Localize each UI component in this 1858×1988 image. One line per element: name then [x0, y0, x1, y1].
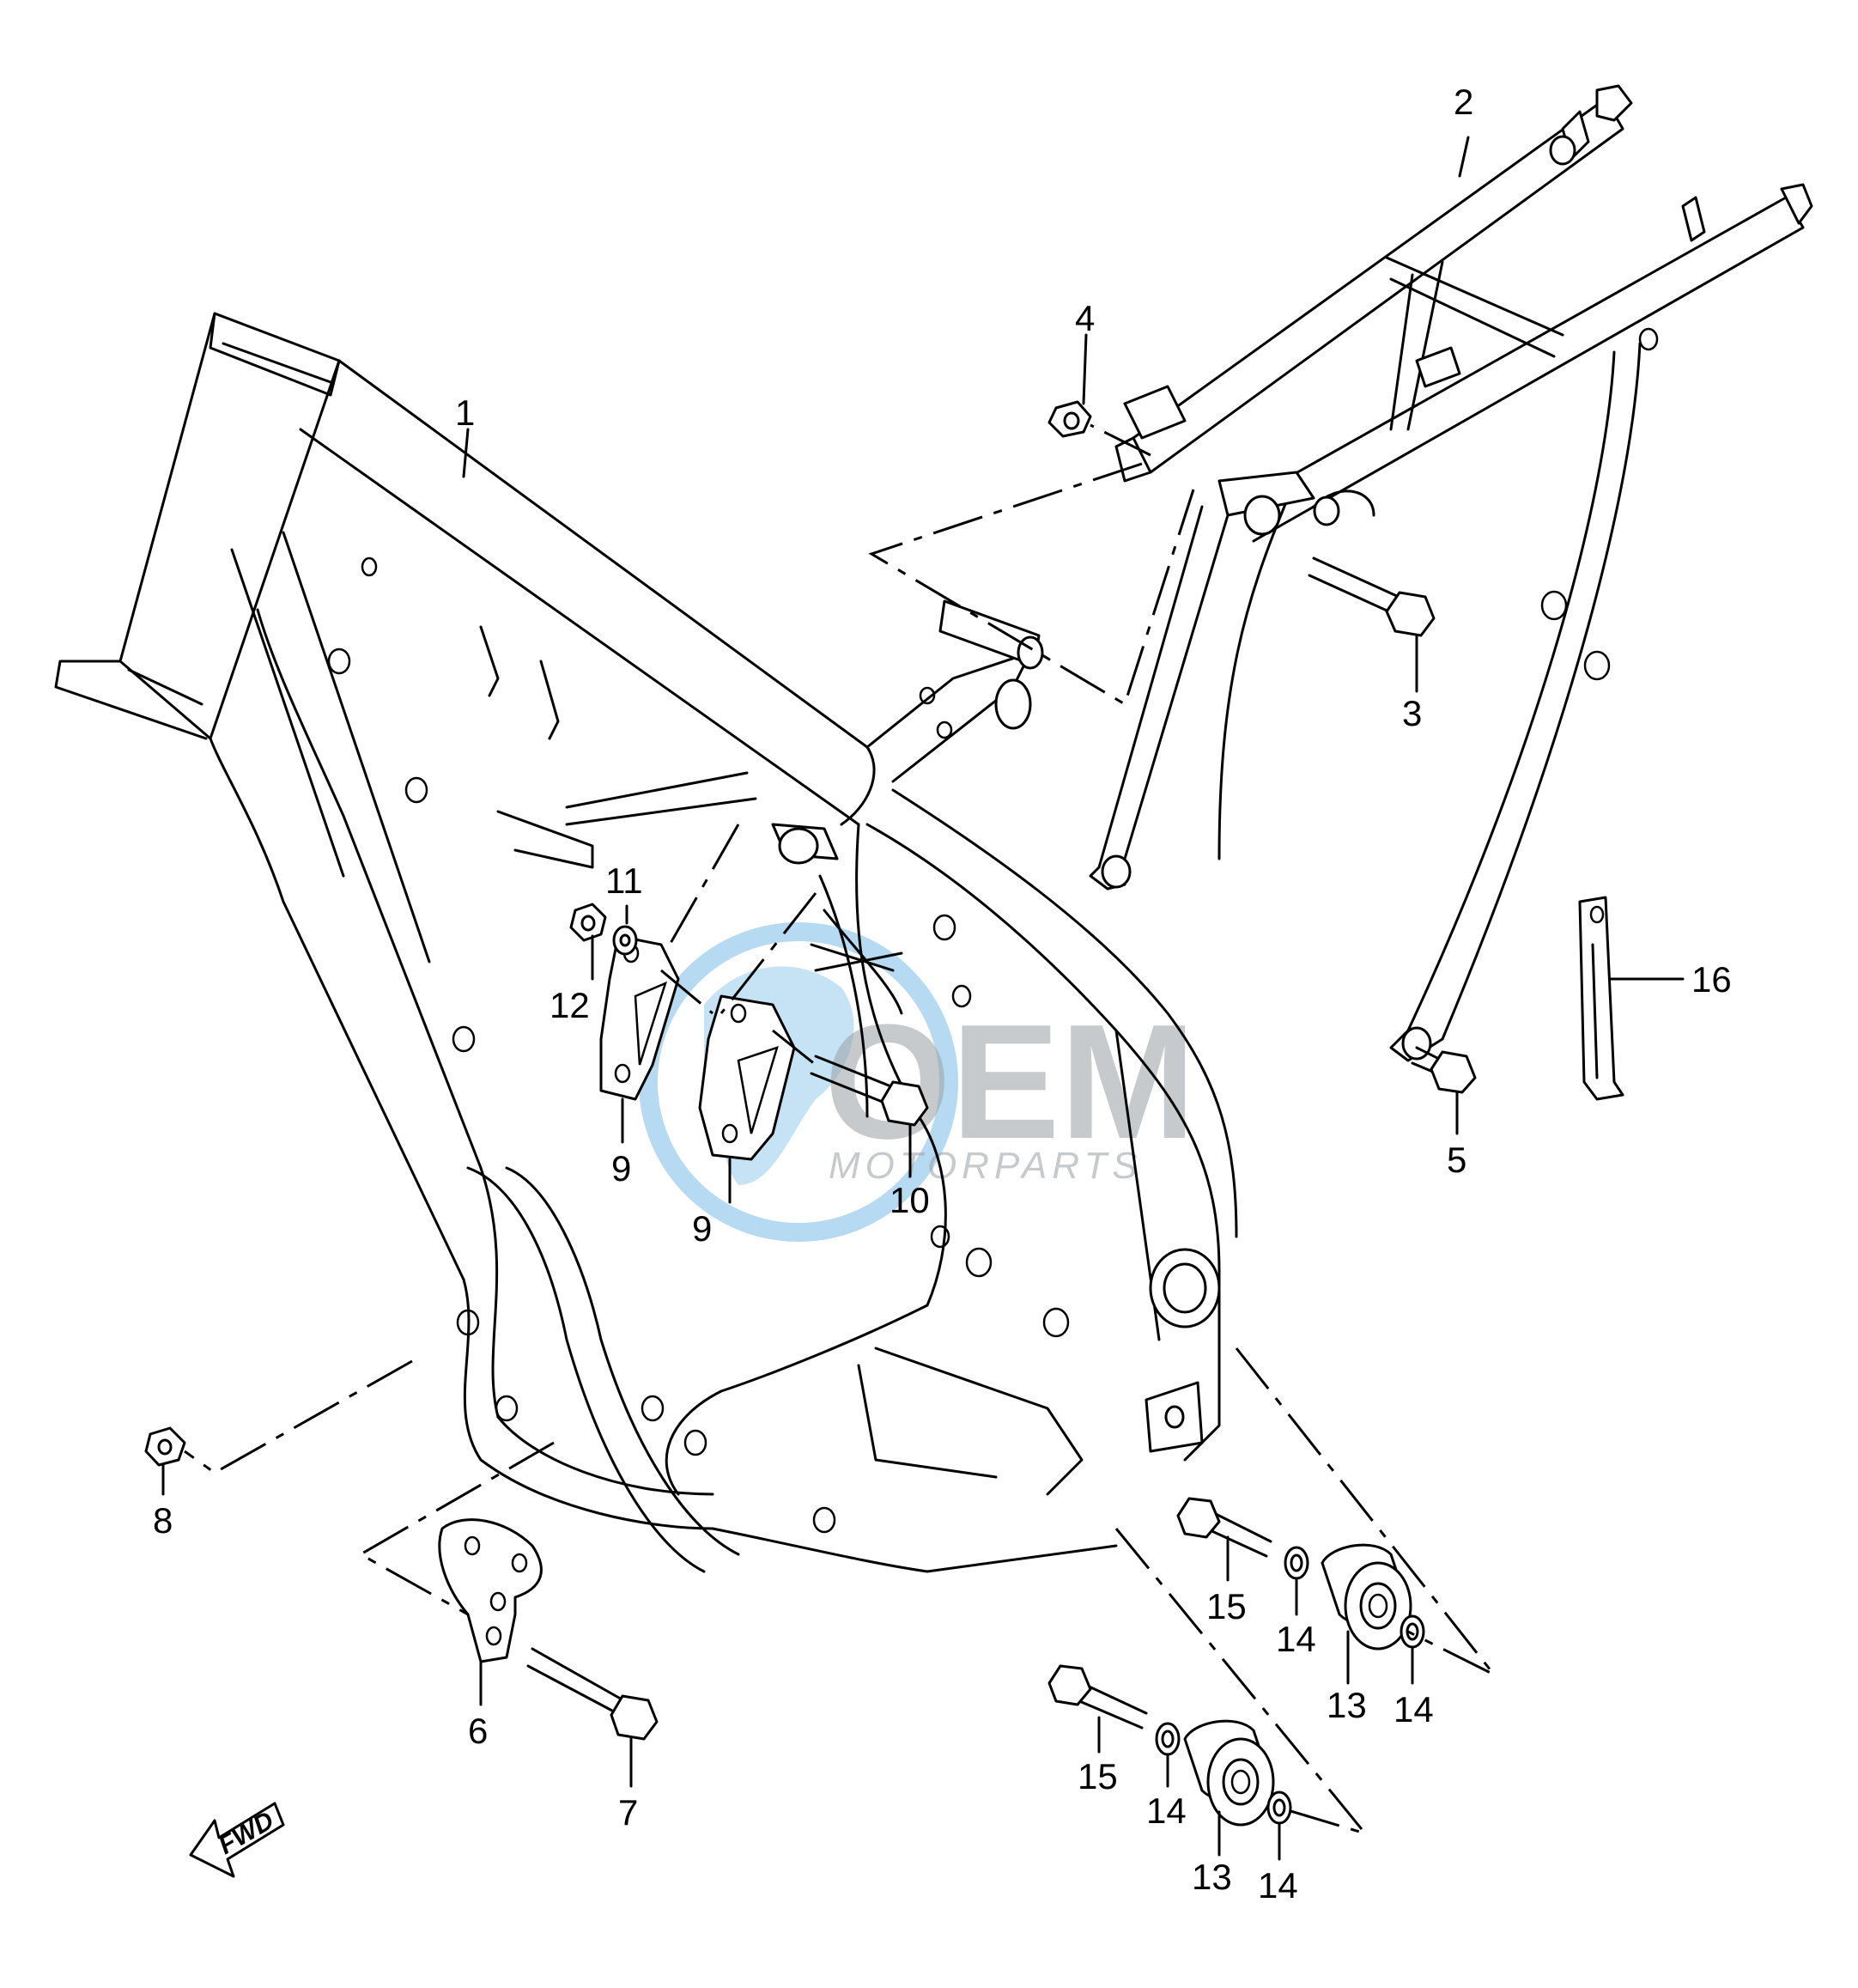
- washer-part-14d: [1266, 1790, 1292, 1825]
- washer-part-14b: [1400, 1614, 1425, 1649]
- roller-part-13b: [1183, 1719, 1275, 1827]
- plate-part-6: [438, 1518, 543, 1663]
- leader-lines: [161, 136, 1685, 1861]
- part-label-1: 1: [455, 392, 475, 433]
- part-label-15a: 15: [1206, 1586, 1247, 1626]
- bolt-part-15b: [1047, 1664, 1148, 1730]
- part-label-14d: 14: [1258, 1865, 1298, 1906]
- part-label-2: 2: [1454, 82, 1473, 122]
- globe-icon: [639, 922, 958, 1242]
- bolt-part-15a: [1176, 1497, 1272, 1558]
- part-label-13a: 13: [1327, 1685, 1367, 1725]
- main-frame: [54, 312, 1238, 1573]
- assembly-guide-lines: [184, 423, 1496, 1836]
- part-label-15b: 15: [1078, 1756, 1118, 1796]
- part-number-labels: 1 2 3 4 5 6 7 8 9 9 10 11 12 13 13 14 14…: [153, 82, 1732, 1906]
- fwd-label: FWD: [214, 1806, 279, 1860]
- part-label-3: 3: [1402, 693, 1422, 733]
- part-label-6: 6: [468, 1711, 488, 1751]
- bolt-part-3: [1308, 556, 1436, 637]
- washer-part-11: [612, 925, 638, 956]
- part-label-9a: 9: [611, 1148, 631, 1189]
- part-label-14c: 14: [1146, 1790, 1187, 1831]
- washer-part-14c: [1155, 1722, 1181, 1756]
- part-label-16: 16: [1691, 959, 1732, 1000]
- part-label-5: 5: [1447, 1140, 1466, 1180]
- part-label-13b: 13: [1192, 1857, 1232, 1897]
- bracket-part-9a: [599, 934, 680, 1101]
- part-label-7: 7: [618, 1792, 638, 1833]
- roller-part-13a: [1321, 1543, 1412, 1651]
- rear-subframe: [1089, 84, 1813, 1062]
- part-label-4: 4: [1075, 298, 1095, 338]
- part-label-11: 11: [605, 860, 643, 901]
- watermark-brand: OEM: [824, 991, 1196, 1173]
- nut-part-12: [569, 903, 607, 942]
- bolt-part-5: [1411, 1046, 1477, 1094]
- part-label-8: 8: [153, 1500, 173, 1541]
- bolt-part-7: [526, 1647, 659, 1741]
- washer-part-14a: [1284, 1546, 1309, 1580]
- watermark-subtitle: MOTORPARTS: [829, 1145, 1143, 1187]
- part-label-14a: 14: [1276, 1619, 1316, 1659]
- part-label-12: 12: [550, 985, 590, 1025]
- nut-part-8: [144, 1426, 186, 1467]
- part-label-9b: 9: [692, 1208, 712, 1249]
- strap-part-16: [1578, 896, 1624, 1101]
- bolt-part-10: [810, 1055, 929, 1127]
- nut-part-4: [1047, 400, 1092, 438]
- part-label-10: 10: [890, 1180, 930, 1220]
- bracket-part-9b: [698, 994, 796, 1161]
- part-label-14b: 14: [1394, 1689, 1434, 1730]
- fwd-arrow-icon: [189, 1802, 285, 1878]
- forward-direction-arrow: FWD: [189, 1802, 285, 1878]
